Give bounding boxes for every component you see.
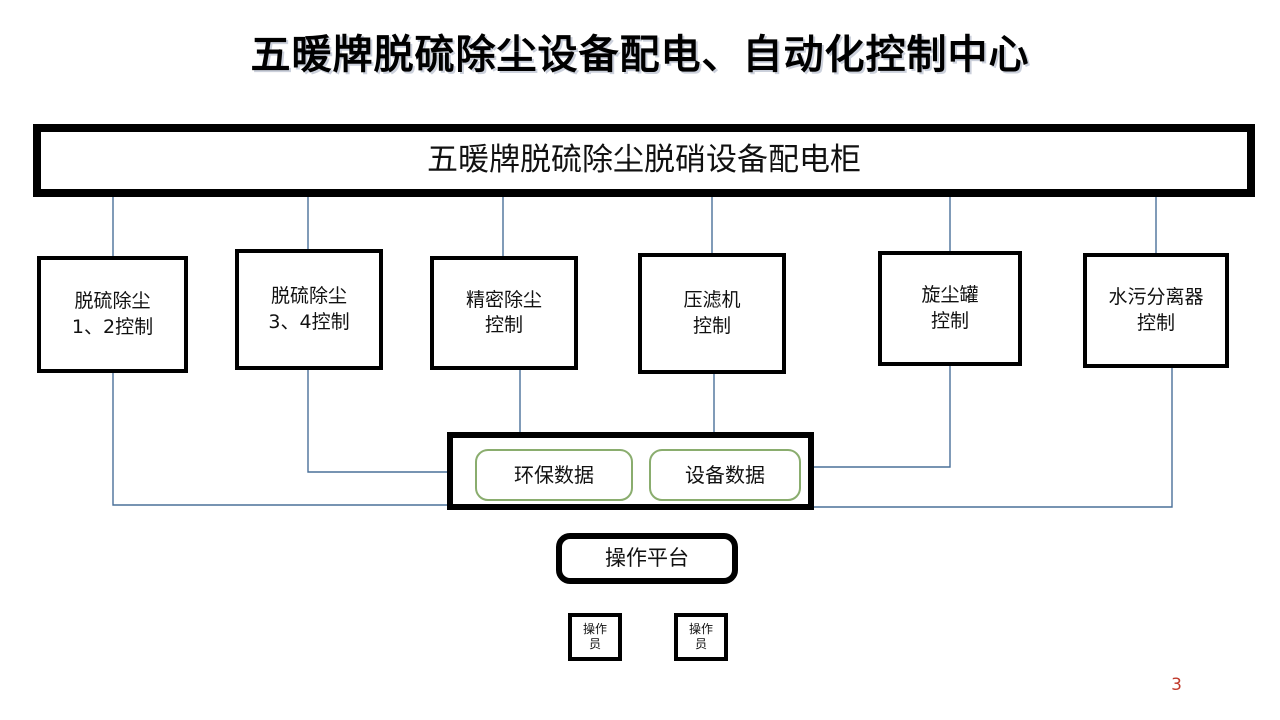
control-box-desulfurization-dedusting-1-2[interactable]: 脱硫除尘 1、2控制 — [37, 256, 188, 373]
operator-label: 操作 员 — [688, 622, 713, 651]
data-group-container: 环保数据 设备数据 — [447, 432, 814, 510]
control-box-label: 压滤机 控制 — [683, 289, 741, 337]
operating-platform-box[interactable]: 操作平台 — [556, 533, 738, 584]
page-number: 3 — [1171, 675, 1182, 695]
control-box-label: 脱硫除尘 3、4控制 — [268, 285, 350, 333]
control-box-label: 脱硫除尘 1、2控制 — [71, 290, 154, 338]
operator-box-1[interactable]: 操作 员 — [568, 613, 622, 661]
operating-platform-label: 操作平台 — [605, 545, 689, 570]
data-pill-label: 环保数据 — [514, 462, 594, 487]
data-pill-equipment-data[interactable]: 设备数据 — [649, 449, 801, 501]
control-box-label: 水污分离器 控制 — [1108, 286, 1204, 334]
control-box-filter-press[interactable]: 压滤机 控制 — [638, 253, 786, 374]
banner-label: 五暖牌脱硫除尘脱硝设备配电柜 — [427, 142, 861, 179]
operator-box-2[interactable]: 操作 员 — [674, 613, 728, 661]
operator-label: 操作 员 — [582, 622, 607, 651]
control-box-label: 精密除尘 控制 — [465, 288, 542, 336]
control-box-desulfurization-dedusting-3-4[interactable]: 脱硫除尘 3、4控制 — [235, 249, 383, 370]
control-box-precision-dedusting[interactable]: 精密除尘 控制 — [430, 256, 578, 370]
data-pill-environmental-data[interactable]: 环保数据 — [475, 449, 633, 501]
control-box-label: 旋尘罐 控制 — [921, 284, 979, 332]
page-title: 五暖牌脱硫除尘设备配电、自动化控制中心 — [250, 32, 1030, 78]
control-box-cyclone-dust-tank[interactable]: 旋尘罐 控制 — [878, 251, 1022, 366]
connector-box6-to-data — [814, 368, 1173, 508]
control-box-water-sewage-separator[interactable]: 水污分离器 控制 — [1083, 253, 1229, 368]
data-pill-label: 设备数据 — [685, 462, 765, 487]
connector-box5-to-data — [770, 366, 951, 468]
main-switchgear-banner[interactable]: 五暖牌脱硫除尘脱硝设备配电柜 — [33, 124, 1255, 197]
